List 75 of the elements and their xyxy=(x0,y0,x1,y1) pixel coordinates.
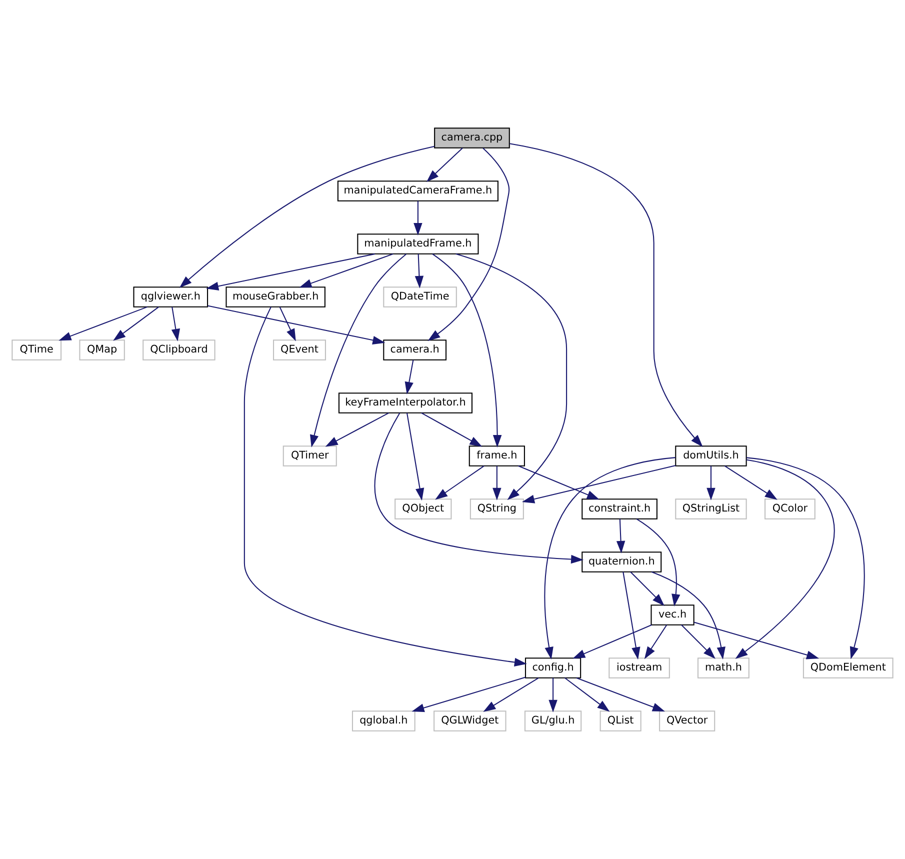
arrow xyxy=(404,360,414,394)
arrow xyxy=(518,465,600,500)
node-box: mouseGrabber.h xyxy=(226,286,326,308)
arrow xyxy=(113,306,159,341)
arrow xyxy=(492,466,502,500)
arrow xyxy=(435,465,484,500)
node-box: QVector xyxy=(659,710,716,732)
arrow xyxy=(548,678,558,712)
arrow xyxy=(510,143,703,448)
node-box: QTimer xyxy=(282,446,337,466)
arrow xyxy=(310,254,407,448)
node-box: camera.h xyxy=(383,340,447,360)
node-box: camera.cpp xyxy=(434,128,510,148)
arrow xyxy=(432,253,502,448)
node-box: QTime xyxy=(12,340,62,360)
node-box: QColor xyxy=(764,498,816,520)
node-box: vec.h xyxy=(650,604,694,626)
arrow xyxy=(208,305,386,345)
arrow xyxy=(724,465,778,500)
arrow xyxy=(58,306,148,341)
arrow xyxy=(522,464,676,504)
arrow xyxy=(299,253,394,288)
node-box: QStringList xyxy=(675,498,747,520)
node-box: qglobal.h xyxy=(352,710,416,732)
arrow xyxy=(681,624,716,659)
arrow xyxy=(651,571,726,660)
node-box: constraint.h xyxy=(582,498,658,520)
arrow xyxy=(456,253,568,500)
arrow xyxy=(171,306,180,342)
arrow xyxy=(706,466,716,500)
node-box: domUtils.h xyxy=(675,446,747,466)
arrow xyxy=(179,146,435,288)
arrow xyxy=(544,457,676,660)
arrow xyxy=(735,459,835,659)
node-box: QGLWidget xyxy=(434,710,506,732)
arrow xyxy=(414,200,422,236)
node-box: QMap xyxy=(79,340,125,360)
node-box: QClipboard xyxy=(142,340,216,360)
arrow xyxy=(279,306,296,342)
arrow xyxy=(564,677,610,712)
arrow xyxy=(694,622,820,660)
arrow xyxy=(374,412,584,564)
node-box: manipulatedFrame.h xyxy=(357,234,479,254)
node-box: iostream xyxy=(608,658,670,678)
node-box: frame.h xyxy=(468,446,525,466)
arrow xyxy=(428,148,510,342)
arrow xyxy=(426,148,463,182)
node-box: manipulatedCameraFrame.h xyxy=(337,180,498,202)
node-box: QList xyxy=(600,710,642,732)
node-box: QString xyxy=(470,498,524,520)
arrow xyxy=(206,253,375,290)
node-box: quaternion.h xyxy=(582,552,662,572)
arrow xyxy=(412,676,526,712)
arrow xyxy=(576,677,666,712)
node-box: QDomElement xyxy=(802,658,894,678)
arrow xyxy=(406,412,424,501)
node-box: QObject xyxy=(394,498,452,520)
node-box: GL/glu.h xyxy=(524,710,582,732)
arrow xyxy=(616,518,626,554)
arrow xyxy=(483,677,539,712)
arrow xyxy=(325,412,390,447)
arrow xyxy=(636,518,680,607)
arrow xyxy=(644,624,668,660)
arrow xyxy=(421,412,482,447)
node-box: qglviewer.h xyxy=(133,286,208,308)
node-box: QEvent xyxy=(273,340,326,360)
arrow xyxy=(630,572,665,606)
node-box: QDateTime xyxy=(383,286,457,308)
node-box: keyFrameInterpolator.h xyxy=(338,392,472,414)
arrow xyxy=(414,254,424,288)
arrow xyxy=(572,624,652,659)
node-box: math.h xyxy=(697,658,750,678)
node-box: config.h xyxy=(524,658,582,678)
arrow xyxy=(746,457,865,660)
arrow xyxy=(622,572,640,660)
